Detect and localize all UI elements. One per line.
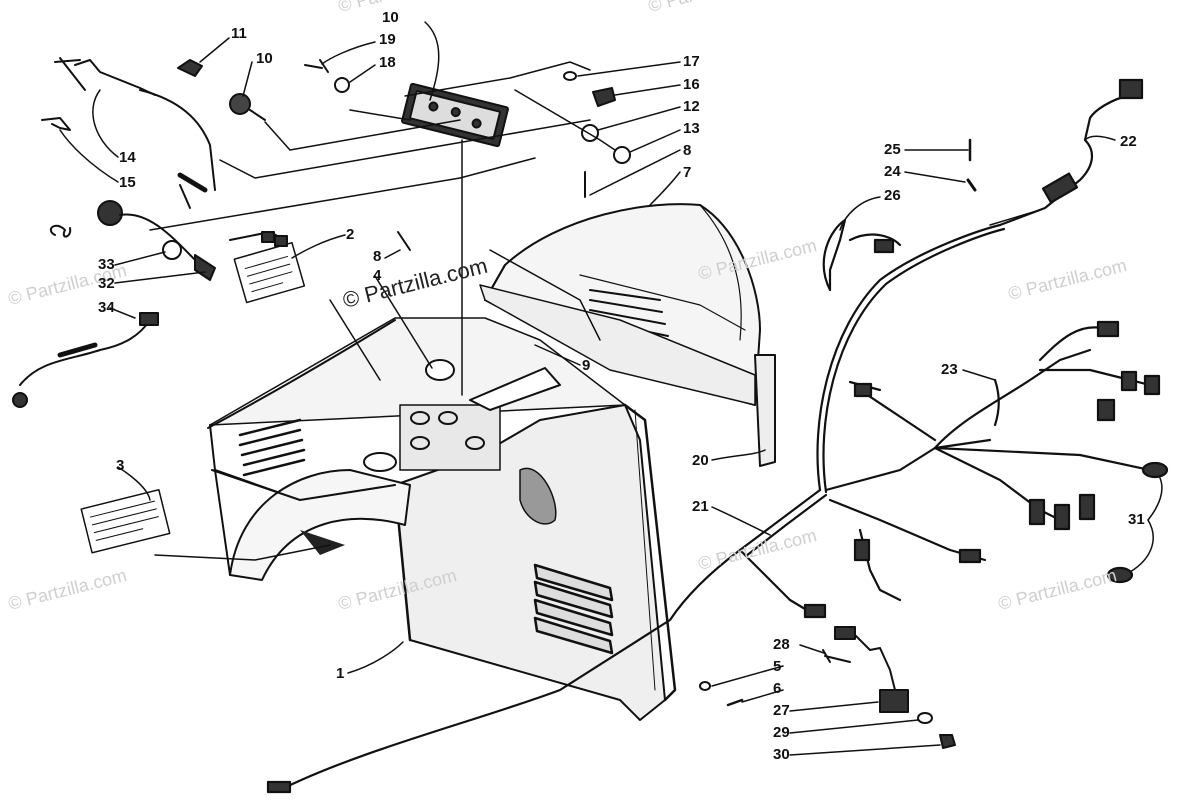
screw-part-6: [726, 698, 744, 707]
wire-part-35: [12, 312, 159, 408]
callout-11: 10: [256, 50, 273, 67]
plate-part-10: [401, 82, 509, 148]
callout-28: 27: [773, 702, 790, 719]
callout-22: 21: [692, 498, 709, 515]
washer-part-30: [917, 712, 933, 724]
decal-part-2: [233, 241, 306, 304]
clip-part-17: [592, 87, 616, 107]
washer-part-19: [334, 77, 350, 93]
hood-part-7: [479, 203, 761, 406]
callout-26: 25: [884, 141, 901, 158]
wiring-harness: [266, 78, 1169, 794]
callout-3: 3: [116, 457, 125, 474]
strip-part-21: [754, 354, 776, 467]
callout-24: 23: [941, 361, 958, 378]
callout-19: 18: [379, 54, 396, 71]
leader-lines: [59, 21, 1163, 756]
watermark-main: © Partzilla.com: [340, 253, 490, 313]
callout-21: 20: [692, 452, 709, 469]
part-34: [162, 240, 182, 260]
nut-part-31: [939, 734, 956, 749]
callout-34: 33: [98, 256, 115, 273]
console-body: [207, 317, 677, 721]
watermark-text: © Partzilla.com: [1006, 255, 1129, 304]
callout-1: 1: [336, 665, 345, 682]
callout-35: 34: [98, 299, 115, 316]
callout-25: 24: [884, 163, 901, 180]
watermark-text: © Partzilla.com: [6, 565, 129, 614]
callout-7: 7: [683, 164, 692, 181]
callout-23: 22: [1120, 133, 1137, 150]
screw-part-8-left: [397, 231, 411, 251]
callout-31: 30: [773, 746, 790, 763]
callout-5: 5: [773, 658, 782, 675]
switch-part-11: [229, 93, 266, 121]
callout-32: 31: [1128, 511, 1145, 528]
screw-part-25: [966, 178, 977, 192]
callout-9: 9: [582, 357, 591, 374]
cable-part-15: [41, 57, 216, 209]
screw-part-20: [304, 59, 329, 73]
callout-2: 2: [346, 226, 355, 243]
switch-part-28: [834, 626, 909, 713]
callout-20: 19: [379, 31, 396, 48]
watermark-text: © Partzilla.com: [646, 0, 769, 16]
key-switch-part-33: [49, 200, 288, 281]
callout-8-top: 8: [683, 142, 692, 159]
screw-part-29: [822, 649, 851, 663]
callout-30: 29: [773, 724, 790, 741]
callout-8-left: 8: [373, 248, 382, 265]
callout-14: 13: [683, 120, 700, 137]
callout-16: 15: [119, 174, 136, 191]
nut-part-18: [563, 71, 577, 81]
washer-part-5: [699, 681, 711, 691]
callout-6: 6: [773, 680, 782, 697]
callout-4: 4: [373, 267, 382, 284]
callout-33: 32: [98, 275, 115, 292]
knob-part-12: [177, 59, 203, 77]
callout-18: 17: [683, 53, 700, 70]
callout-29: 28: [773, 636, 790, 653]
callout-10: 10: [382, 9, 399, 26]
watermark-text: © Partzilla.com: [996, 565, 1119, 614]
callout-17: 16: [683, 76, 700, 93]
callout-27: 26: [884, 187, 901, 204]
part-13: [581, 124, 599, 142]
callout-12: 11: [231, 25, 247, 42]
callout-13: 12: [683, 98, 700, 115]
callout-15: 14: [119, 149, 136, 166]
part-14: [613, 146, 631, 164]
decal-part-3: [80, 488, 171, 554]
